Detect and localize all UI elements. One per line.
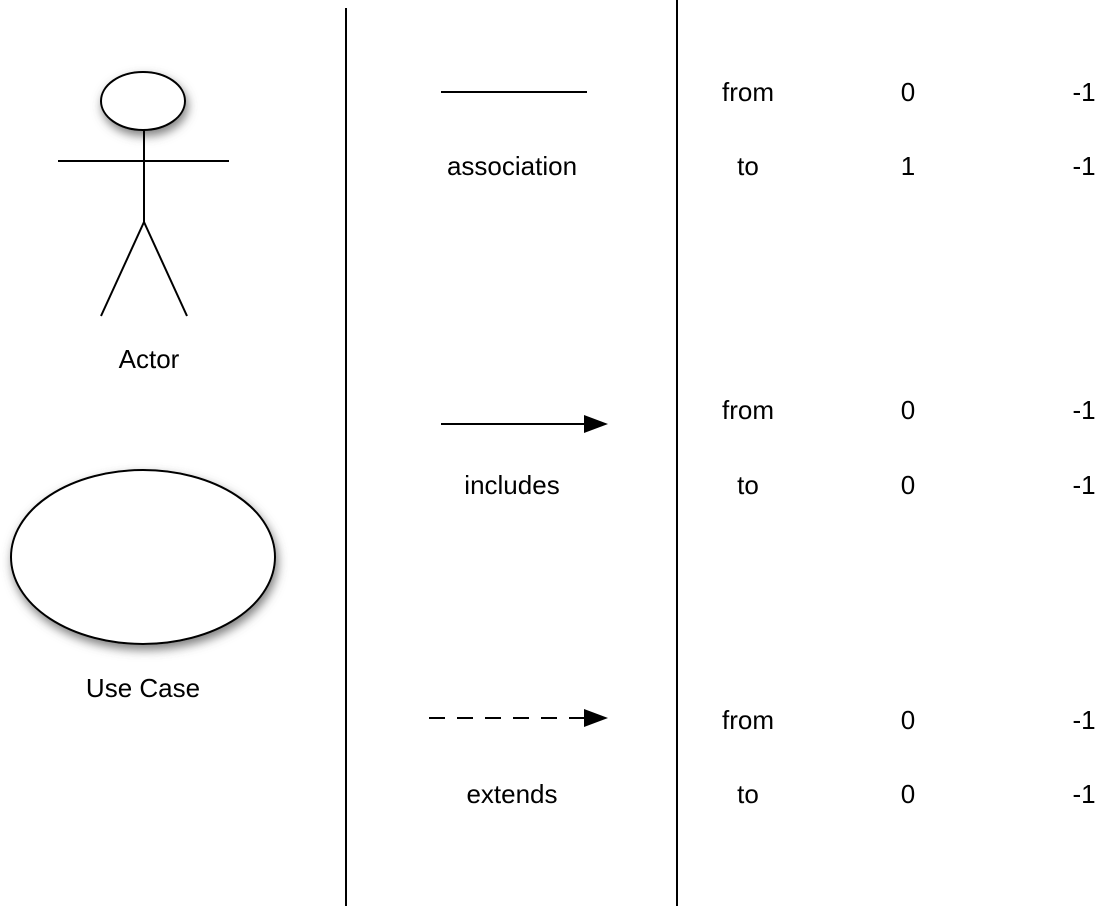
includes-from-label: from bbox=[722, 395, 774, 425]
actor-label: Actor bbox=[119, 344, 180, 374]
extends-from-label: from bbox=[722, 705, 774, 735]
association-to-b: -1 bbox=[1072, 151, 1095, 181]
includes-from-b: -1 bbox=[1072, 395, 1095, 425]
association-to-a: 1 bbox=[901, 151, 915, 181]
includes-arrow-icon bbox=[441, 415, 608, 433]
extends-dashed-arrow-icon bbox=[429, 709, 608, 727]
includes-to-a: 0 bbox=[901, 470, 915, 500]
includes-from-a: 0 bbox=[901, 395, 915, 425]
extends-label: extends bbox=[466, 779, 557, 809]
extends-to-label: to bbox=[737, 779, 759, 809]
association-to-label: to bbox=[737, 151, 759, 181]
includes-to-b: -1 bbox=[1072, 470, 1095, 500]
association-label: association bbox=[447, 151, 577, 181]
association-from-a: 0 bbox=[901, 77, 915, 107]
extends-from-a: 0 bbox=[901, 705, 915, 735]
use-case-label: Use Case bbox=[86, 673, 200, 703]
association-from-b: -1 bbox=[1072, 77, 1095, 107]
includes-label: includes bbox=[464, 470, 559, 500]
ellipse-icon bbox=[10, 469, 276, 645]
extends-to-b: -1 bbox=[1072, 779, 1095, 809]
extends-to-a: 0 bbox=[901, 779, 915, 809]
extends-from-b: -1 bbox=[1072, 705, 1095, 735]
includes-to-label: to bbox=[737, 470, 759, 500]
association-from-label: from bbox=[722, 77, 774, 107]
stick-figure-icon bbox=[58, 71, 229, 317]
